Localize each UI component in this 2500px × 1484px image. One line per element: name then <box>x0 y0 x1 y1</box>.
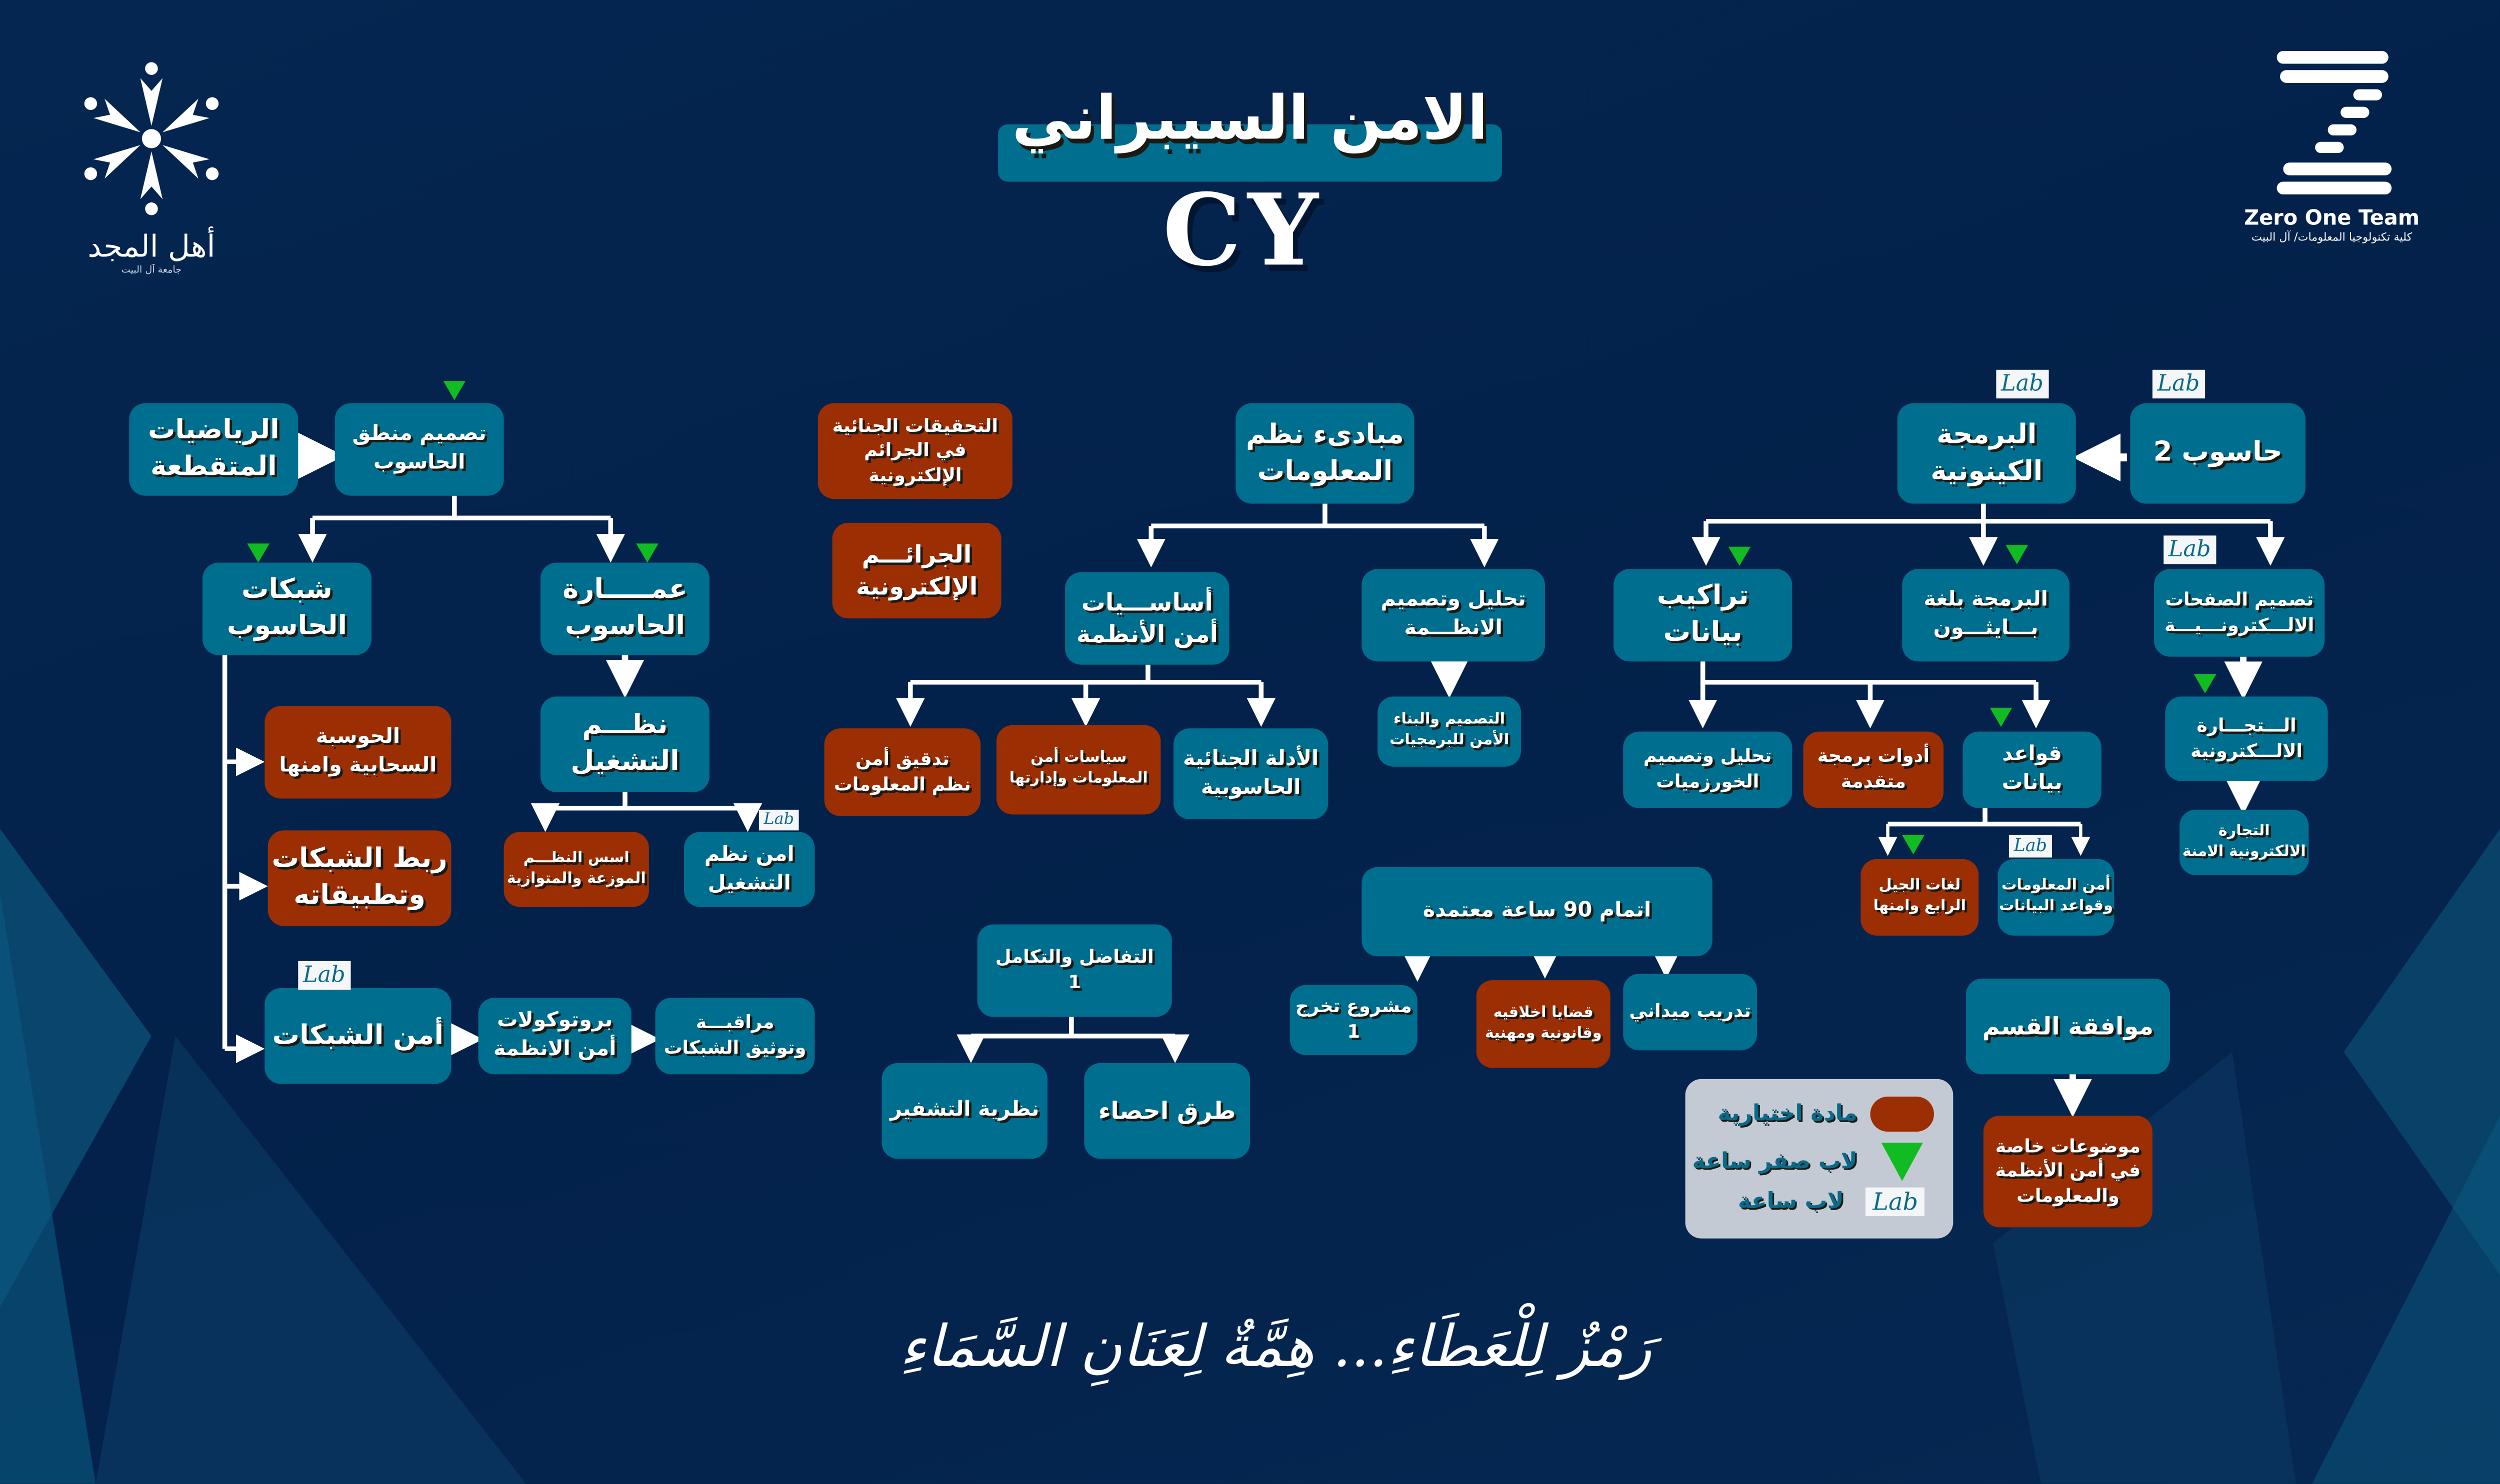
zero-hour-lab-icon <box>1902 835 1924 855</box>
lab-badge: Lab <box>758 809 799 831</box>
left-logo-caption: جامعة آل البيت <box>121 264 182 276</box>
lab-badge: Lab <box>2164 535 2216 564</box>
course-algorithms[interactable]: تحليل وتصميم الخورزميات <box>1623 731 1792 808</box>
course-db-security[interactable]: أمن المعلومات وقواعد البيانات <box>1998 859 2114 936</box>
course-web-design[interactable]: تصميم الصفحات الالـــكترونـــيـــة <box>2154 569 2325 657</box>
course-is-principles[interactable]: مبادىء نظم المعلومات <box>1236 403 1414 504</box>
zero-hour-lab-icon <box>443 381 466 400</box>
course-forensic-investigation[interactable]: التحقيقات الجنائية في الجرائم الإلكتروني… <box>818 403 1012 499</box>
course-cybercrime[interactable]: الجرائـــم الإلكترونية <box>832 522 1002 619</box>
course-network-monitoring[interactable]: مراقبـــة وتوثيق الشبكات <box>655 998 815 1075</box>
zero-hour-lab-icon <box>2006 545 2028 564</box>
course-cryptography[interactable]: نظرية التشفير <box>882 1063 1048 1159</box>
course-computer-2[interactable]: حاسوب 2 <box>2130 403 2306 504</box>
legend-elective: مادة اختيارية <box>1718 1101 1858 1127</box>
requirement-dept-approval[interactable]: موافقة القسم <box>1966 978 2170 1075</box>
course-distributed-systems[interactable]: اسس النظـــم الموزعة والمتوازية <box>504 832 649 907</box>
course-data-structures[interactable]: تراكيب بيانات <box>1614 569 1792 662</box>
zero-one-z-icon <box>2276 51 2391 195</box>
zero-one-team-logo: Zero One Team كلية تكنولوجيا المعلومات/ … <box>2224 44 2439 244</box>
motto: رَمْزٌ لِلْعَطَاءِ... هِمَّةٌ لِعَنَانِ … <box>899 1315 1652 1381</box>
course-discrete-math[interactable]: الرياضيات المتقطعة <box>129 403 298 496</box>
course-secure-software[interactable]: التصميم والبناء الأمن للبرمجيات <box>1378 696 1522 767</box>
zero-hour-lab-icon <box>636 543 658 563</box>
legend: مادة اختيارية لاب صفر ساعة Lab لاب ساعة <box>1685 1079 1954 1239</box>
elective-swatch-icon <box>1870 1096 1934 1132</box>
course-cloud-computing[interactable]: الحوسبة السحابية وامنها <box>264 706 452 799</box>
course-is-policies[interactable]: سياسات أمن المعلومات وإدارتها <box>996 725 1161 815</box>
course-special-topics[interactable]: موضوعات خاصة في أمن الأنظمة والمعلومات <box>1983 1116 2152 1228</box>
course-operating-systems[interactable]: نظـــم التشغيل <box>540 696 710 792</box>
course-networks[interactable]: شبكات الحاسوب <box>202 562 372 655</box>
course-ethics[interactable]: قضايا اخلاقيه وقانونية ومهنية <box>1476 980 1610 1068</box>
course-secure-ecommerce[interactable]: التجارة الالكترونية الامنة <box>2180 809 2309 875</box>
title-bar <box>998 124 1502 182</box>
course-os-security[interactable]: امن نظم التشغيل <box>684 832 815 907</box>
right-logo-name: Zero One Team <box>2244 207 2420 231</box>
course-is-audit[interactable]: تدقيق أمن نظم المعلومات <box>824 728 981 816</box>
course-graduation-project[interactable]: مشروع تخرج 1 <box>1290 985 1418 1055</box>
page-subtitle: CY <box>1162 172 1325 289</box>
course-advanced-tools[interactable]: أدوات برمجة متقدمة <box>1803 731 1944 808</box>
zero-hour-lab-icon <box>2194 674 2216 694</box>
right-logo-caption: كلية تكنولوجيا المعلومات/ آل البيت <box>2251 231 2412 244</box>
zero-hour-lab-icon <box>1990 707 2012 727</box>
course-field-training[interactable]: تدريب ميداني <box>1623 974 1758 1051</box>
course-databases[interactable]: قواعد بيانات <box>1962 731 2102 808</box>
course-oop[interactable]: البرمجة الكينونية <box>1897 403 2076 504</box>
course-network-linking[interactable]: ربط الشبكات وتطبيقاته <box>268 830 452 926</box>
page-title: الامن السيبراني <box>1012 82 1488 153</box>
course-statistics[interactable]: طرق احصاء <box>1084 1063 1250 1159</box>
course-calculus[interactable]: التفاضل والتكامل 1 <box>977 924 1172 1017</box>
zero-hour-lab-icon <box>247 543 270 563</box>
course-security-protocols[interactable]: بروتوكولات أمن الانظمة <box>478 998 632 1075</box>
course-network-security[interactable]: أمن الشبكات <box>264 988 452 1084</box>
lab-badge: Lab <box>2152 369 2204 399</box>
course-fourth-gen-languages[interactable]: لغات الجيل الرابع وامنها <box>1860 859 1979 936</box>
lab-badge: Lab <box>298 961 350 990</box>
star-emblem-icon <box>80 62 224 215</box>
ahl-almajd-logo: أهل المجد جامعة آل البيت <box>56 56 248 276</box>
course-systems-security-fundamentals[interactable]: أساســـيات أمن الأنظمة <box>1065 572 1230 665</box>
left-logo-name: أهل المجد <box>88 229 216 265</box>
lab-badge: Lab <box>1996 369 2048 399</box>
course-python[interactable]: البرمجة بلغة بـــايثـــون <box>1902 569 2070 662</box>
lab-badge: Lab <box>2008 835 2052 858</box>
lab-icon: Lab <box>1866 1187 1924 1217</box>
zero-hour-lab-icon <box>1728 546 1751 566</box>
course-ecommerce[interactable]: الـــتجـــارة الالـــكترونية <box>2165 696 2328 781</box>
course-digital-forensics[interactable]: الأدلة الجنائية الحاسوبية <box>1173 728 1328 820</box>
legend-hour-lab: لاب ساعة <box>1738 1189 1844 1215</box>
course-systems-analysis[interactable]: تحليل وتصميم الانظـــمة <box>1362 569 1545 662</box>
course-architecture[interactable]: عمـــــارة الحاسوب <box>540 562 710 655</box>
zero-hour-lab-icon <box>1881 1143 1923 1181</box>
course-logic-design[interactable]: تصميم منطق الحاسوب <box>334 403 504 496</box>
legend-zero-hour-lab: لاب صفر ساعة <box>1692 1149 1858 1175</box>
requirement-90-credit-hours[interactable]: اتمام 90 ساعة معتمدة <box>1362 867 1712 957</box>
